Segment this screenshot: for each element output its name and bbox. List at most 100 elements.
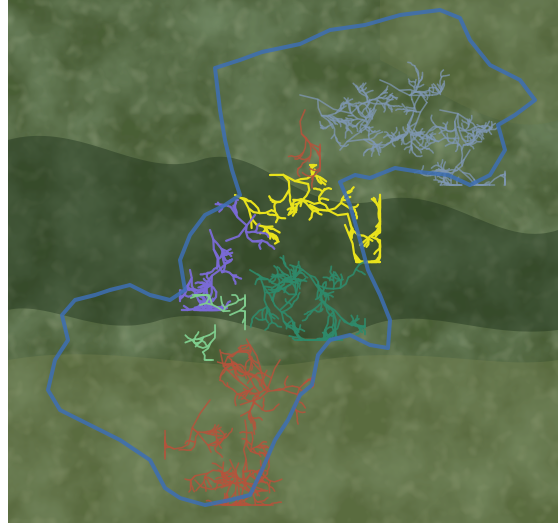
river-segment (219, 480, 233, 484)
river-segment (310, 163, 316, 168)
river-segment (224, 489, 266, 506)
river-segment (245, 361, 252, 374)
river-segment (410, 136, 415, 151)
river-segment (372, 196, 380, 207)
river-segment (308, 206, 320, 213)
river-segment (231, 294, 240, 302)
river-segment (347, 119, 355, 127)
river-segment (301, 171, 315, 178)
river-segment (454, 143, 461, 153)
river-segment (191, 427, 212, 453)
river-segment (355, 122, 359, 132)
river-segment (231, 361, 241, 372)
river-segment (330, 119, 339, 126)
river-segment (294, 277, 307, 283)
river-segment (377, 146, 381, 156)
river-segment (269, 501, 283, 506)
river-segment (383, 131, 393, 137)
river-segment (442, 161, 447, 171)
river-segment (425, 148, 435, 154)
river-segment (407, 61, 416, 67)
river-segment (216, 361, 231, 365)
river-segment (256, 496, 269, 503)
river-segment (370, 147, 374, 157)
river-segment (343, 223, 362, 263)
river-segment (322, 276, 335, 282)
river-segment (309, 300, 324, 315)
river-segment (349, 102, 360, 106)
river-segment (247, 410, 252, 424)
river-segment (273, 201, 278, 213)
river-segment (425, 126, 438, 136)
river-segment (460, 144, 465, 167)
river-segment (395, 108, 405, 111)
river-segment (261, 308, 265, 321)
river-segment (354, 322, 364, 334)
river-segment (310, 163, 318, 174)
river-segment (334, 136, 342, 144)
river-segment (261, 397, 265, 411)
river-segment (288, 188, 293, 206)
river-segment (440, 74, 451, 78)
river-segment (406, 92, 422, 126)
river-segment (345, 127, 353, 135)
river-segment (207, 430, 220, 435)
river-segment (280, 300, 296, 314)
river-segment (370, 145, 378, 152)
river-segment (268, 274, 279, 283)
river-segment (474, 132, 481, 141)
river-segment (192, 331, 200, 344)
river-segment (276, 213, 287, 220)
river-segment (291, 385, 304, 392)
river-segment (407, 78, 417, 83)
river-segment (357, 82, 365, 90)
river-segment (430, 114, 435, 124)
river-segment (234, 393, 238, 407)
river-segment (443, 174, 452, 182)
river-segment (254, 276, 264, 286)
river-segment (264, 229, 272, 240)
river-segment (242, 468, 249, 481)
river-segment (357, 234, 374, 242)
river-segment (220, 471, 232, 479)
river-segment (347, 103, 352, 114)
river-segment (431, 83, 435, 94)
river-segment (225, 213, 257, 242)
river-segment (358, 87, 368, 93)
river-segment (220, 295, 227, 309)
river-segment (367, 130, 376, 137)
river-segment (284, 265, 293, 283)
river-segment (364, 89, 374, 95)
river-segment (249, 200, 261, 215)
river-segment (373, 141, 383, 146)
river-segment (312, 308, 324, 313)
river-segment (405, 106, 416, 109)
river-segment (301, 199, 315, 213)
river-segment (199, 302, 231, 313)
river-segment (475, 134, 483, 141)
river-segment (235, 462, 240, 476)
river-segment (367, 126, 371, 141)
forest-region-north (8, 135, 558, 339)
river-segment (408, 113, 414, 136)
river-segment (387, 104, 393, 113)
river-segment (232, 204, 238, 216)
river-segment (385, 95, 392, 104)
river-segment (197, 338, 209, 348)
river-segment (342, 97, 349, 105)
river-segment (254, 316, 267, 321)
river-segment (253, 400, 271, 413)
river-segment (182, 304, 194, 311)
river-segment (418, 127, 424, 137)
river-segment (237, 344, 251, 350)
river-segment (293, 407, 306, 414)
river-segment (187, 399, 211, 446)
river-segment (327, 119, 336, 140)
river-segment (282, 173, 291, 198)
river-segment (452, 138, 461, 146)
river-segment (365, 236, 370, 248)
river-segment (402, 126, 409, 134)
river-segment (406, 101, 428, 130)
